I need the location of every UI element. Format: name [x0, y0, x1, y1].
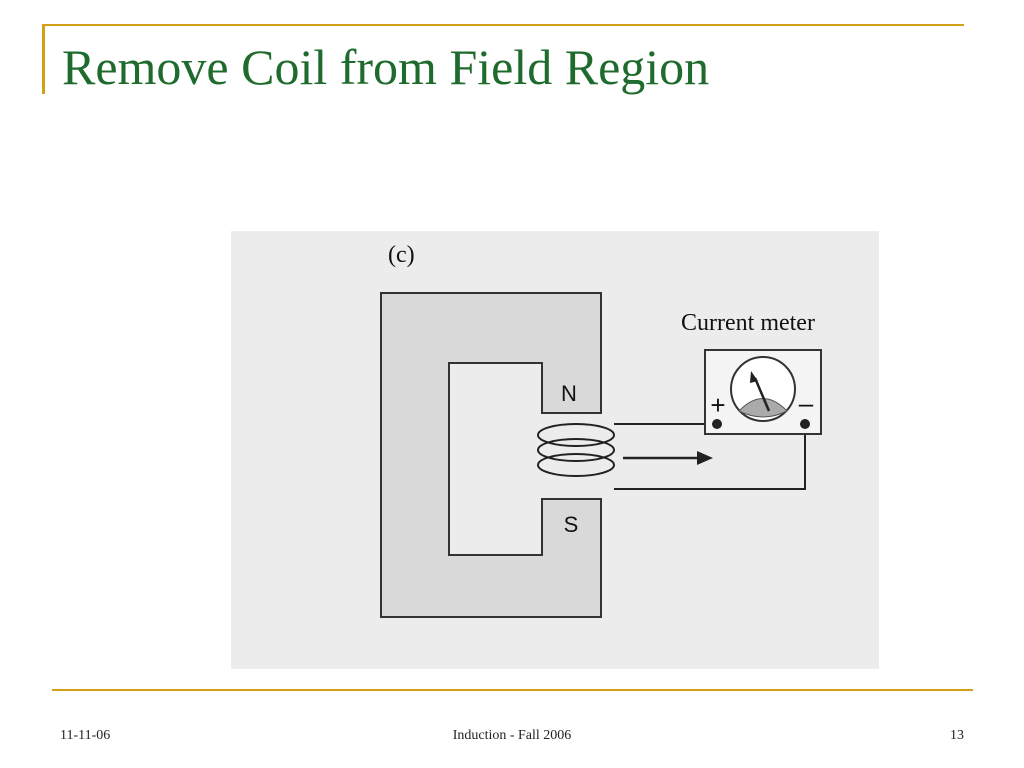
motion-arrow: [623, 451, 713, 465]
footer-title: Induction - Fall 2006: [452, 728, 572, 743]
slide-title: Remove Coil from Field Region: [62, 39, 710, 95]
footer-date: 11-11-06: [60, 728, 111, 743]
meter-dial-shade: [738, 398, 788, 418]
title-left-rule: [42, 25, 45, 94]
wire-bottom: [614, 424, 806, 490]
title-top-rule: [42, 24, 964, 26]
meter-needle: [753, 377, 771, 412]
coil-loop: [537, 423, 615, 447]
coil-loop: [537, 453, 615, 477]
minus-label: –: [799, 388, 814, 418]
induction-figure: (c) N S Current meter: [231, 231, 879, 669]
panel-label: (c): [388, 242, 415, 268]
south-pole-label: S: [564, 512, 579, 537]
positive-terminal: [712, 419, 722, 429]
coil: [537, 423, 615, 477]
plus-label: +: [710, 390, 725, 420]
negative-terminal: [800, 419, 810, 429]
north-pole-label: N: [561, 381, 577, 406]
meter-needle-tip: [750, 371, 758, 383]
footer-rule: [52, 689, 973, 691]
page-number: 13: [950, 728, 964, 743]
meter-label: Current meter: [681, 310, 815, 336]
coil-loop: [537, 438, 615, 462]
c-magnet: [380, 292, 602, 618]
induction-diagram: (c) N S Current meter: [380, 242, 822, 618]
